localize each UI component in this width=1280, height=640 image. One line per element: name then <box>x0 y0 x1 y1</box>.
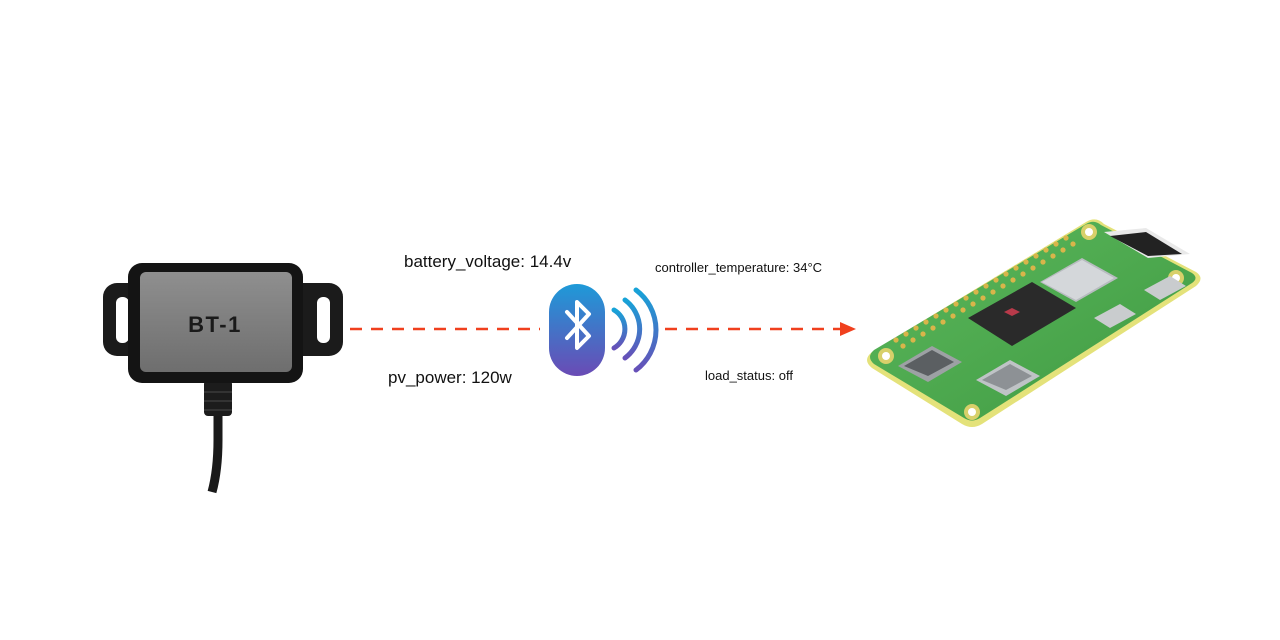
bt1-label: BT-1 <box>188 312 242 337</box>
controller-temperature-label: controller_temperature: 34°C <box>655 260 823 275</box>
data-flow-arrow <box>350 322 856 336</box>
raspberry-pi-zero-icon <box>867 219 1201 427</box>
battery-voltage-label: battery_voltage: 14.4v <box>404 252 572 271</box>
signal-waves-icon <box>611 287 659 373</box>
bluetooth-icon <box>549 284 605 376</box>
bt1-module-icon <box>103 263 343 494</box>
pv-power-label: pv_power: 120w <box>388 368 512 387</box>
load-status-label: load_status: off <box>705 368 793 383</box>
